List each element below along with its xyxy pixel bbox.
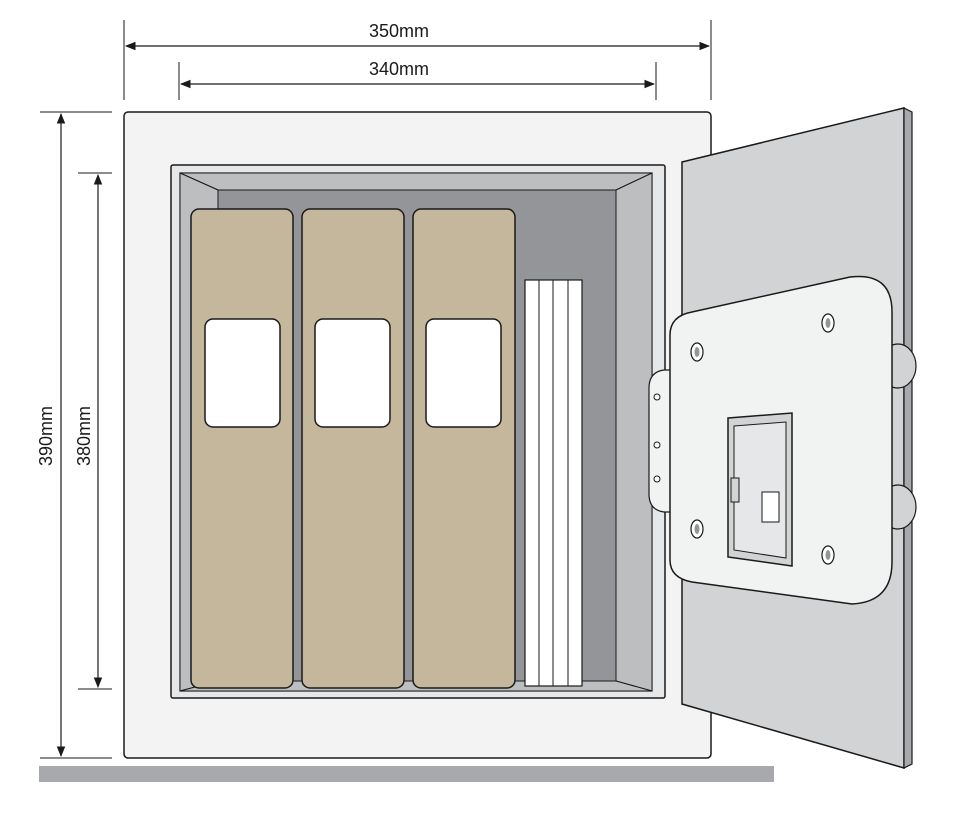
interior-top-wall [179,172,653,191]
binder-2 [301,208,405,689]
inner-height-label: 380mm [74,406,94,466]
floor-base [39,766,774,782]
binder-3 [412,208,516,689]
dimension-inner-height: 380mm [74,172,112,690]
interior-right-wall [615,172,653,692]
keypad-icon [727,412,793,567]
dimension-outer-width: 350mm [123,20,712,100]
outer-height-label: 390mm [36,406,56,466]
safe-door [648,107,917,769]
door-edge [903,107,913,769]
paper-stack [524,279,583,687]
hinge-icon [648,369,673,513]
inner-width-label: 340mm [369,59,429,79]
binder-label-3 [425,318,502,428]
dimension-inner-width: 340mm [178,59,657,100]
binder-label-2 [314,318,391,428]
binder-1 [190,208,294,689]
binder-label-1 [204,318,281,428]
screw-icon [690,313,835,565]
dimension-outer-height: 390mm [36,111,112,759]
outer-width-label: 350mm [369,21,429,41]
